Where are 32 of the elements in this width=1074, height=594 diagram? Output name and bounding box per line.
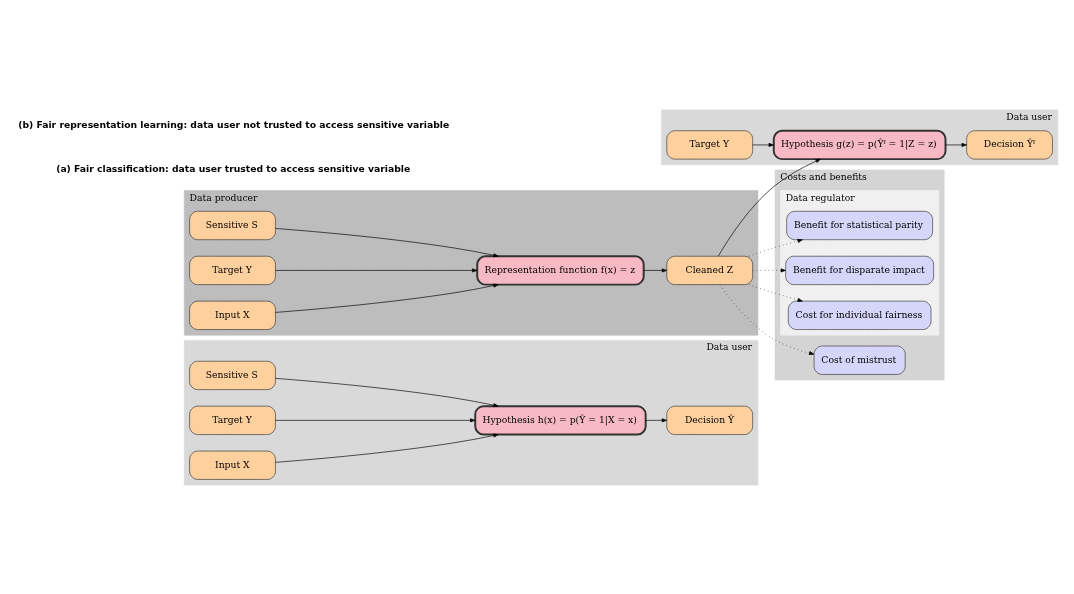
node-box: Input X bbox=[189, 450, 276, 480]
node-box: Benefit for statistical parity bbox=[786, 210, 933, 240]
node-box: Target Y bbox=[189, 405, 276, 435]
arrow bbox=[275, 227, 499, 257]
node-box: Sensitive S bbox=[189, 210, 276, 240]
node-box: Decision Ŷ bbox=[666, 405, 753, 435]
arrow bbox=[275, 377, 499, 407]
arrow bbox=[748, 283, 803, 302]
node-box: Cleaned Z bbox=[666, 255, 753, 285]
label: (b) Fair representation learning: data user not trusted to access sensitive variable bbox=[18, 118, 450, 130]
arrow bbox=[752, 267, 786, 272]
arrow bbox=[643, 267, 668, 272]
arrow bbox=[945, 142, 967, 147]
node-box: Target Y bbox=[666, 129, 753, 159]
node-box: Decision Ŷᶠ bbox=[966, 129, 1053, 159]
label: (a) Fair classification: data user trusted to access sensitive variable bbox=[56, 162, 411, 174]
arrow bbox=[719, 284, 815, 355]
node-box: Cost for individual fairness bbox=[787, 300, 932, 330]
arrow bbox=[718, 158, 821, 256]
node-box: Sensitive S bbox=[189, 360, 276, 390]
arrow bbox=[275, 283, 499, 313]
arrow bbox=[275, 433, 499, 463]
arrow bbox=[275, 417, 476, 422]
arrow bbox=[752, 142, 774, 147]
node-box: Input X bbox=[189, 300, 276, 330]
arrow bbox=[748, 238, 803, 256]
node-box: Hypothesis g(z) = p(Ŷᶠ = 1|Z = z) bbox=[772, 129, 947, 160]
arrow bbox=[275, 267, 478, 272]
node-box: Target Y bbox=[189, 255, 276, 285]
node-box: Cost of mistrust bbox=[813, 345, 906, 375]
arrow bbox=[645, 417, 668, 422]
node-box: Benefit for disparate impact bbox=[785, 255, 934, 285]
